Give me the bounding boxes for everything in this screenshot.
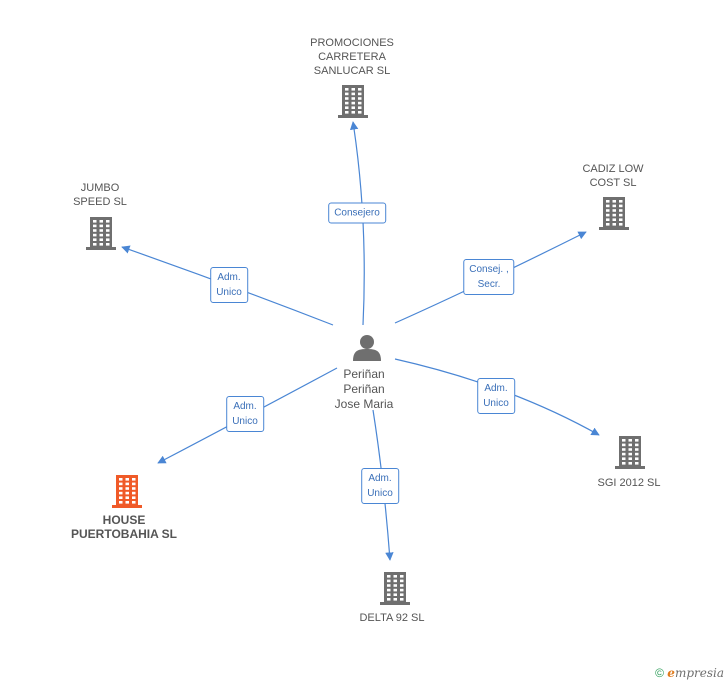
building-icon[interactable] bbox=[86, 217, 116, 250]
company-label-house[interactable]: HOUSE PUERTOBAHIA SL bbox=[70, 513, 178, 541]
edge-promociones bbox=[349, 121, 365, 326]
relation-tag-delta: Adm. Unico bbox=[361, 468, 399, 504]
company-label-jumbo[interactable]: JUMBO SPEED SL bbox=[73, 182, 127, 208]
building-icon[interactable] bbox=[112, 475, 142, 508]
relation-tag-house: Adm. Unico bbox=[226, 396, 264, 432]
brand-logo: empresia bbox=[667, 666, 724, 680]
company-label-sgi[interactable]: SGI 2012 SL bbox=[597, 477, 661, 489]
building-icon[interactable] bbox=[599, 197, 629, 230]
person-name[interactable]: Periñan Periñan Jose Maria bbox=[334, 367, 394, 411]
relation-tag-promociones: Consejero bbox=[328, 202, 386, 224]
building-icon[interactable] bbox=[380, 572, 410, 605]
copyright-symbol: © bbox=[655, 666, 664, 680]
relation-tag-jumbo: Adm. Unico bbox=[210, 267, 248, 303]
company-label-delta[interactable]: DELTA 92 SL bbox=[359, 612, 425, 624]
building-icon[interactable] bbox=[615, 436, 645, 469]
relation-tag-cadiz: Consej. , Secr. bbox=[463, 259, 515, 295]
person-icon[interactable] bbox=[353, 335, 381, 361]
company-label-promociones[interactable]: PROMOCIONES CARRETERA SANLUCAR SL bbox=[310, 37, 394, 77]
relation-tag-sgi: Adm. Unico bbox=[477, 378, 515, 414]
footer-brand: © empresia bbox=[655, 666, 724, 680]
building-icon[interactable] bbox=[338, 85, 368, 118]
company-label-cadiz[interactable]: CADIZ LOW COST SL bbox=[582, 163, 644, 189]
